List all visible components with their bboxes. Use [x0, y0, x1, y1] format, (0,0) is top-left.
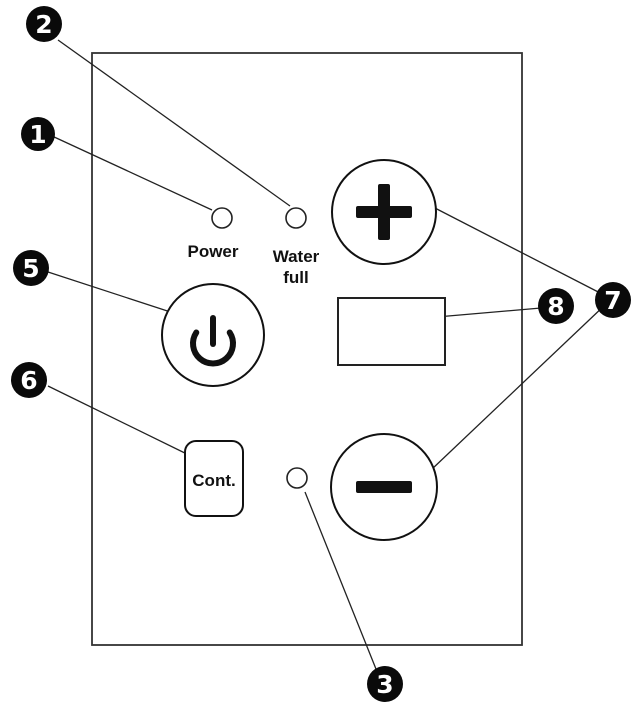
svg-text:2: 2	[35, 10, 52, 39]
plus-icon	[356, 184, 412, 240]
plus-button[interactable]	[331, 159, 437, 265]
power-icon	[190, 315, 236, 367]
svg-text:3: 3	[376, 670, 393, 699]
svg-text:5: 5	[22, 254, 39, 283]
leader-6	[47, 385, 196, 459]
callout-3: 3	[367, 666, 403, 702]
leader-7b	[430, 303, 607, 471]
water-full-led	[285, 207, 307, 229]
svg-text:8: 8	[547, 292, 564, 321]
power-led	[211, 207, 233, 229]
callout-2: 2	[26, 6, 62, 42]
minus-icon	[356, 481, 412, 493]
status-led	[286, 467, 308, 489]
water-full-label-line2: full	[283, 268, 309, 287]
leader-7a	[430, 205, 607, 297]
panel-frame	[91, 52, 523, 646]
display-window	[337, 297, 446, 366]
svg-text:6: 6	[20, 366, 37, 395]
svg-text:7: 7	[604, 286, 621, 315]
cont-button-label: Cont.	[192, 471, 235, 490]
callout-1: 1	[21, 117, 55, 151]
power-label: Power	[187, 242, 238, 261]
callout-5: 5	[13, 250, 49, 286]
callout-7: 7	[595, 282, 631, 318]
minus-button[interactable]	[330, 433, 438, 541]
callout-8: 8	[538, 288, 574, 324]
svg-text:1: 1	[29, 120, 46, 149]
leader-3	[304, 491, 379, 675]
leader-2	[57, 39, 291, 207]
water-full-label-line1: Water	[273, 247, 320, 266]
power-button[interactable]	[161, 283, 265, 387]
cont-button[interactable]: Cont.	[184, 440, 244, 517]
callout-6: 6	[11, 362, 47, 398]
leader-1	[51, 135, 213, 211]
leader-lines	[47, 39, 607, 675]
